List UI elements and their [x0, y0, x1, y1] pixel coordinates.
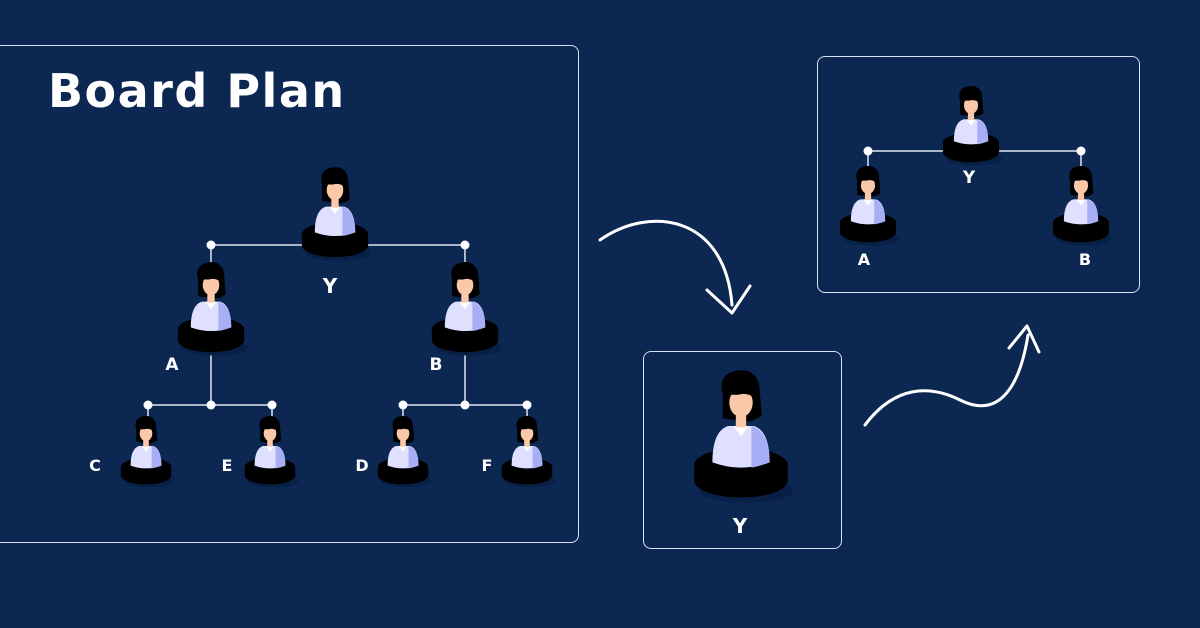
node-label-b: B	[429, 355, 443, 375]
board-plan-panel	[0, 45, 579, 543]
page-title: Board Plan	[48, 64, 346, 118]
node-label-a: A	[165, 355, 179, 375]
node-label-d: D	[355, 456, 369, 475]
connector-dots	[143, 146, 1086, 410]
node-label-f: F	[481, 456, 493, 475]
result-label-b: B	[1078, 250, 1092, 269]
focus-label-y: Y	[732, 514, 748, 538]
node-label-e: E	[221, 456, 233, 475]
result-y-person-icon	[942, 85, 1003, 166]
node-label-c: C	[89, 456, 101, 475]
node-f-person-icon	[501, 415, 555, 488]
node-a-person-icon	[177, 262, 248, 356]
node-y-person-icon	[301, 167, 372, 261]
node-b-person-icon	[431, 262, 502, 356]
result-label-a: A	[857, 250, 871, 269]
node-c-person-icon	[120, 415, 174, 488]
arrow-down-icon	[598, 219, 752, 315]
focus-panel	[643, 351, 842, 549]
arrow-up-icon	[863, 324, 1041, 427]
result-b-person-icon	[1052, 165, 1113, 246]
result-label-y: Y	[962, 168, 976, 188]
node-d-person-icon	[377, 415, 431, 488]
node-e-person-icon	[244, 415, 298, 488]
result-panel	[817, 56, 1140, 293]
node-label-y: Y	[322, 274, 338, 298]
result-a-person-icon	[839, 165, 900, 246]
focus-person-icon	[694, 370, 793, 503]
connector-lines	[147, 150, 1082, 418]
